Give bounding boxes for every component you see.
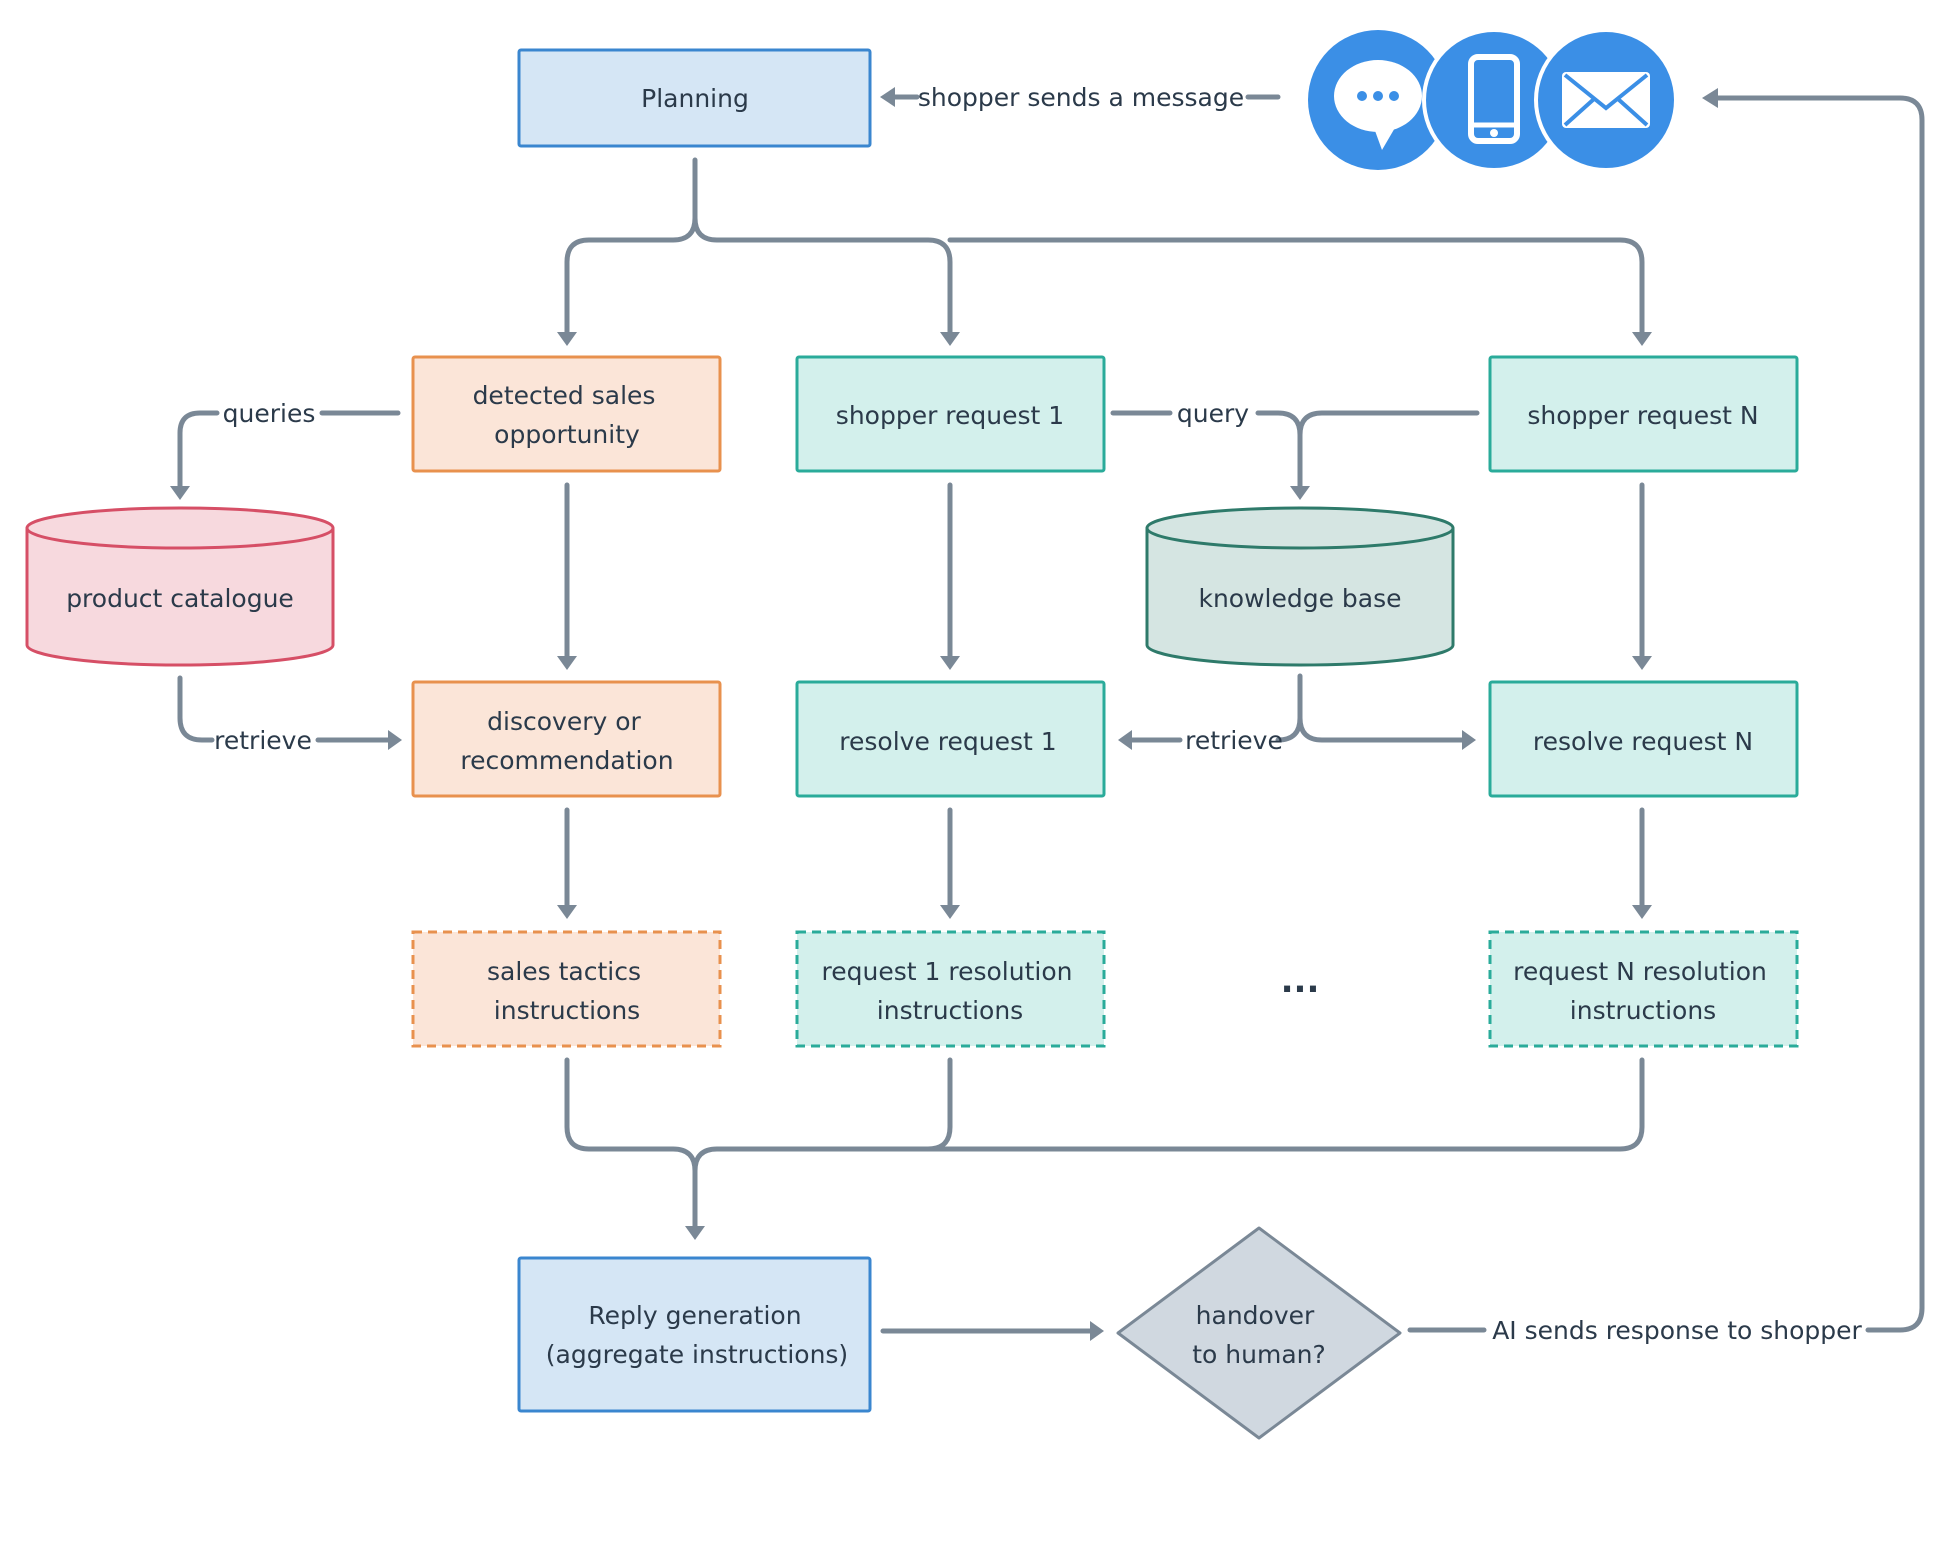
arrowhead bbox=[1702, 88, 1718, 108]
label-queries: queries bbox=[223, 399, 316, 428]
arrowhead bbox=[940, 905, 960, 919]
message-channel-icons bbox=[1308, 28, 1678, 172]
request-n-resolution-label-line-2: instructions bbox=[1570, 996, 1716, 1025]
edge-tactics-merge bbox=[564, 1057, 698, 1229]
sales-tactics-label-line-1: sales tactics bbox=[487, 957, 641, 986]
label-query: query bbox=[1177, 399, 1249, 428]
node-discovery: discovery or recommendation bbox=[411, 680, 722, 798]
edge-planning-split bbox=[564, 157, 698, 335]
ellipsis-more-requests: ... bbox=[1281, 961, 1320, 1001]
node-knowledge-base: knowledge base bbox=[1145, 506, 1455, 667]
node-sales-opportunity: detected sales opportunity bbox=[411, 355, 722, 473]
sales-opportunity-label-line-1: detected sales bbox=[473, 381, 656, 410]
node-request-n-resolution: request N resolution instructions bbox=[1488, 930, 1799, 1048]
edge-query-join bbox=[1255, 410, 1303, 438]
node-resolve-request-1: resolve request 1 bbox=[795, 680, 1106, 798]
arrowhead bbox=[1632, 905, 1652, 919]
node-product-catalogue: product catalogue bbox=[25, 506, 335, 667]
arrowhead bbox=[388, 730, 402, 750]
shopper-request-n-label: shopper request N bbox=[1527, 401, 1758, 430]
node-reply-generation: Reply generation (aggregate instructions… bbox=[517, 1256, 872, 1413]
arrowhead bbox=[1462, 730, 1476, 750]
label-retrieve-kb: retrieve bbox=[1185, 726, 1283, 755]
node-shopper-request-1: shopper request 1 bbox=[795, 355, 1106, 473]
node-request-1-resolution: request 1 resolution instructions bbox=[795, 930, 1106, 1048]
planning-label: Planning bbox=[641, 84, 749, 113]
arrowhead bbox=[170, 486, 190, 500]
edge-query-from-request-n bbox=[1297, 410, 1480, 489]
email-icon bbox=[1534, 28, 1678, 172]
edge-request-1-merge bbox=[692, 1057, 953, 1174]
discovery-label-line-2: recommendation bbox=[460, 746, 673, 775]
label-shopper-sends: shopper sends a message bbox=[918, 83, 1244, 112]
edge-planning-to-request-1 bbox=[692, 215, 953, 335]
arrowhead bbox=[1632, 332, 1652, 346]
arrowhead bbox=[1090, 1321, 1104, 1341]
reply-generation-label-line-2: (aggregate instructions) bbox=[546, 1340, 848, 1369]
node-shopper-request-n: shopper request N bbox=[1488, 355, 1799, 473]
arrowhead bbox=[557, 656, 577, 670]
label-retrieve-catalogue: retrieve bbox=[214, 726, 312, 755]
discovery-label-line-1: discovery or bbox=[487, 707, 641, 736]
sales-tactics-label-line-2: instructions bbox=[494, 996, 640, 1025]
arrowhead bbox=[557, 905, 577, 919]
resolve-request-n-label: resolve request N bbox=[1533, 727, 1753, 756]
handover-label-line-1: handover bbox=[1196, 1301, 1315, 1330]
shopper-request-1-label: shopper request 1 bbox=[836, 401, 1064, 430]
arrowhead bbox=[940, 332, 960, 346]
edge-response-loop bbox=[1715, 95, 1925, 1333]
arrowhead bbox=[940, 656, 960, 670]
arrowhead bbox=[1118, 730, 1132, 750]
arrowhead bbox=[880, 87, 895, 107]
arrowhead bbox=[557, 332, 577, 346]
knowledge-base-label: knowledge base bbox=[1198, 584, 1401, 613]
arrowhead bbox=[685, 1226, 705, 1240]
node-resolve-request-n: resolve request N bbox=[1488, 680, 1799, 798]
label-ai-sends: AI sends response to shopper bbox=[1492, 1316, 1862, 1345]
handover-label-line-2: to human? bbox=[1192, 1340, 1326, 1369]
product-catalogue-label: product catalogue bbox=[66, 584, 294, 613]
request-1-resolution-label-line-1: request 1 resolution bbox=[822, 957, 1073, 986]
request-n-resolution-label-line-1: request N resolution bbox=[1513, 957, 1767, 986]
request-1-resolution-label-line-2: instructions bbox=[877, 996, 1023, 1025]
edge-retrieve-kb-to-resolve-n bbox=[1297, 715, 1465, 743]
chat-bubble-icon bbox=[1308, 30, 1448, 170]
node-sales-tactics: sales tactics instructions bbox=[411, 930, 722, 1048]
edge-retrieve-catalogue-down bbox=[177, 675, 215, 743]
arrowhead bbox=[1290, 486, 1310, 500]
arrowhead bbox=[1632, 656, 1652, 670]
sales-opportunity-label-line-2: opportunity bbox=[494, 420, 640, 449]
mobile-phone-icon bbox=[1422, 28, 1566, 172]
edge-planning-to-request-n bbox=[947, 237, 1645, 335]
node-planning: Planning bbox=[517, 48, 872, 148]
node-handover-decision: handover to human? bbox=[1116, 1226, 1402, 1440]
edge-labels: shopper sends a message queries query re… bbox=[214, 83, 1862, 1345]
edge-queries-left bbox=[177, 410, 220, 489]
edge-request-n-merge bbox=[925, 1057, 1645, 1152]
resolve-request-1-label: resolve request 1 bbox=[839, 727, 1056, 756]
reply-generation-label-line-1: Reply generation bbox=[588, 1301, 801, 1330]
edges bbox=[170, 87, 1925, 1341]
